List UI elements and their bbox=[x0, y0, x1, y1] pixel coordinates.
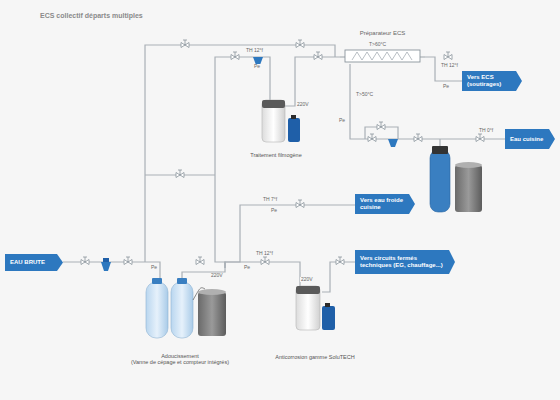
arrow-tag-fill bbox=[355, 194, 415, 214]
outlet-arrow-tag: EAU BRUTE bbox=[5, 254, 63, 271]
pipe-annotation: TH 12°f bbox=[440, 63, 459, 68]
arrow-tag-fill bbox=[5, 254, 63, 271]
softener bbox=[146, 278, 226, 338]
pipe-annotation: Pe bbox=[150, 265, 158, 270]
node-text: Vers circuits fermés techniques (EG, cha… bbox=[360, 255, 446, 269]
pipe-annotation: 220V bbox=[300, 277, 314, 282]
pipe-annotation: Pe bbox=[270, 208, 278, 213]
arrow-tag-fill bbox=[505, 129, 555, 149]
node-text: Adoucissement bbox=[160, 353, 200, 360]
node-text: Vers eau froide cuisine bbox=[360, 197, 406, 211]
anticorrosion-unit bbox=[296, 286, 335, 330]
pipe-annotation: Pe bbox=[243, 265, 251, 270]
pipe-annotation: TH 0°f bbox=[478, 128, 494, 133]
pipe-annotation: T>50°C bbox=[355, 92, 374, 97]
pipe-annotation: Pe bbox=[253, 64, 261, 69]
node-text: EAU BRUTE bbox=[10, 259, 54, 266]
outlet-arrow-tag: Vers ECS (soutirages) bbox=[462, 71, 522, 91]
pipe-annotation: 220V bbox=[210, 273, 224, 278]
node-text: Traitement filmogène bbox=[249, 152, 302, 159]
node-text: Préparateur ECS bbox=[360, 30, 406, 37]
pipe bbox=[225, 205, 355, 268]
equipment-node: Adoucissement(Vanne de cépage et compteu… bbox=[125, 268, 235, 368]
pipe-annotation: Pe bbox=[442, 84, 450, 89]
water-heater bbox=[345, 50, 420, 62]
node-text: Eau cuisine bbox=[510, 136, 546, 143]
node-text: Vers ECS (soutirages) bbox=[467, 74, 513, 88]
pipe bbox=[295, 57, 340, 95]
pipe-annotation: T>60°C bbox=[368, 42, 387, 47]
outlet-arrow-tag: Eau cuisine bbox=[505, 129, 555, 149]
pipe-annotation: TH 7°f bbox=[262, 197, 278, 202]
pipe-annotation: TH 12°f bbox=[245, 48, 264, 53]
valves bbox=[81, 40, 484, 265]
node-subtext: (Vanne de cépage et compteur intégrés) bbox=[130, 359, 230, 366]
pipe bbox=[425, 57, 462, 81]
filters bbox=[101, 57, 398, 271]
pipe-annotation: Pe bbox=[338, 118, 346, 123]
outlet-arrow-tag: Vers eau froide cuisine bbox=[355, 194, 415, 214]
arrow-tag-fill bbox=[355, 250, 455, 274]
kitchen-softener bbox=[430, 146, 482, 212]
pipe bbox=[63, 262, 160, 268]
heater-box: Préparateur ECS bbox=[340, 30, 425, 64]
pipe-annotation: TH 12°f bbox=[255, 251, 274, 256]
node-text: Anticorrosion gamme SoluTECH bbox=[274, 354, 355, 361]
arrow-tag-fill bbox=[462, 71, 522, 91]
outlet-arrow-tag: Vers circuits fermés techniques (EG, cha… bbox=[355, 250, 455, 274]
equipment-node: Anticorrosion gamme SoluTECH bbox=[270, 275, 360, 363]
pipe bbox=[215, 57, 270, 268]
filmogen-dosing-unit bbox=[262, 100, 300, 142]
diagram-title: ECS collectif départs multiples bbox=[40, 12, 143, 19]
pipe-annotation: 220V bbox=[296, 102, 310, 107]
